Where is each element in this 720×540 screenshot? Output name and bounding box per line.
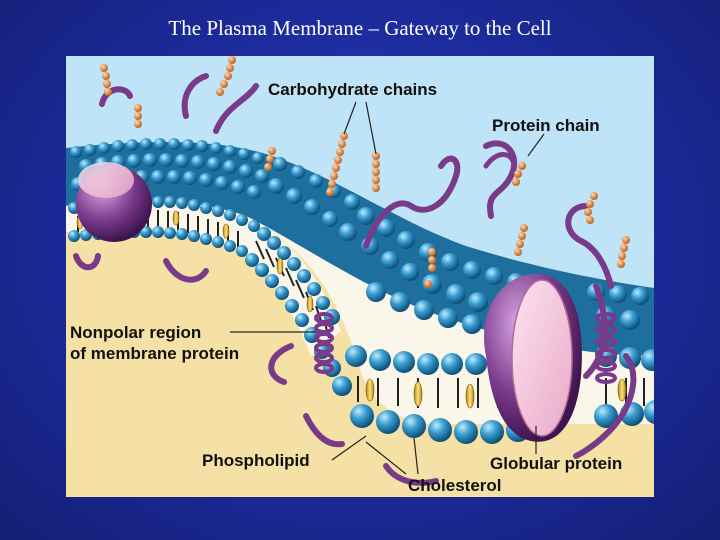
protein-chains	[73, 73, 637, 486]
carbohydrate-chains	[100, 56, 630, 288]
label-cholesterol: Cholesterol	[408, 476, 502, 495]
helix-coil	[314, 312, 617, 384]
label-phospholipid: Phospholipid	[202, 451, 310, 470]
globular-protein-left	[76, 162, 152, 242]
label-carbohydrate-chains: Carbohydrate chains	[268, 80, 438, 99]
membrane-illustration	[66, 56, 654, 486]
globular-protein-right	[484, 273, 582, 442]
phospholipid-heads-bottom	[68, 226, 654, 444]
label-globular-protein: Globular protein	[490, 454, 623, 473]
label-nonpolar-region-line1: Nonpolar region	[70, 323, 202, 342]
label-nonpolar-region-line2: of membrane protein	[70, 344, 240, 363]
slide-title: The Plasma Membrane – Gateway to the Cel…	[168, 16, 552, 40]
label-protein-chain: Protein chain	[492, 116, 600, 135]
extracellular-region	[66, 56, 654, 288]
leader-lines	[230, 101, 545, 475]
membrane-figure: Carbohydrate chains Protein chain Nonpol…	[66, 56, 654, 497]
